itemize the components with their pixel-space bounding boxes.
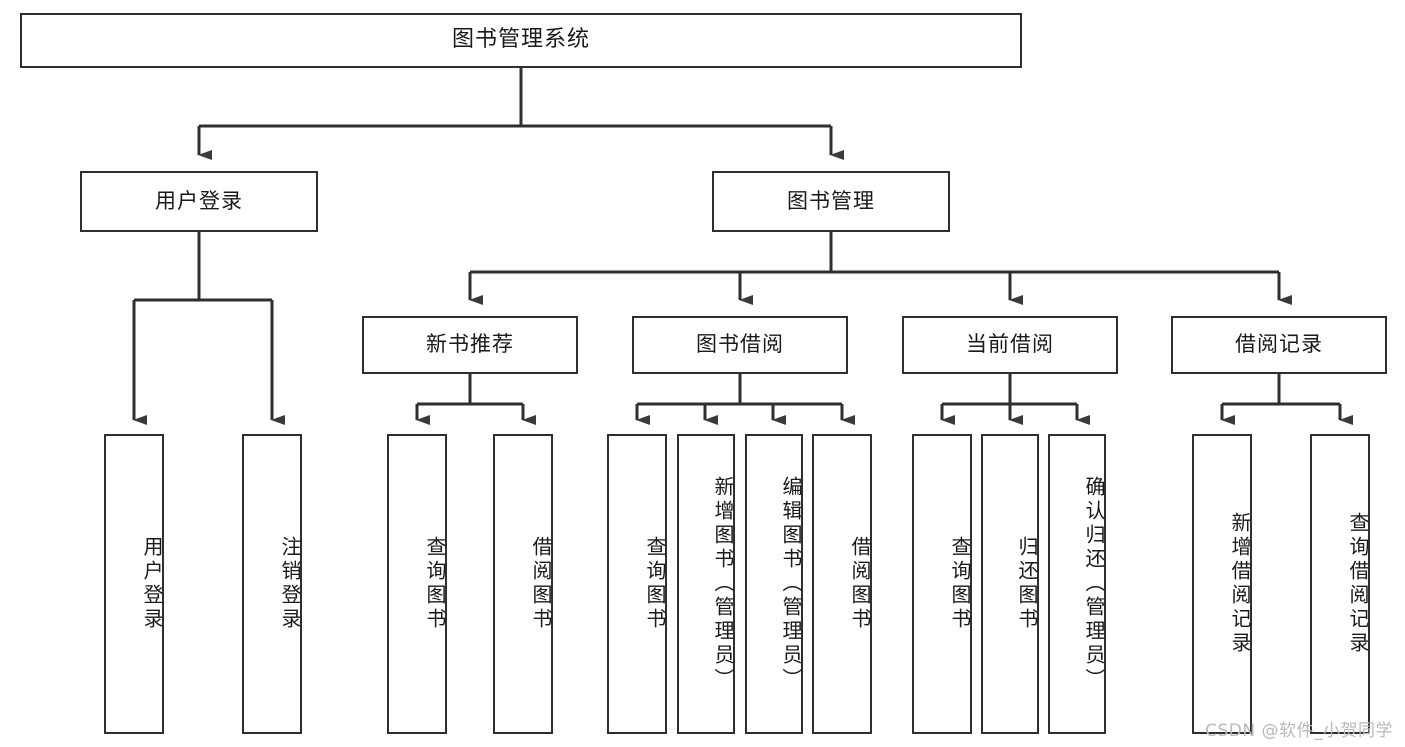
leaf-label: 确认归还（管理员） [1082,476,1106,692]
leaf-user-login-logout[interactable]: 注销登录 [242,434,302,734]
leaf-user-login-login[interactable]: 用户登录 [104,434,164,734]
node-book-management[interactable]: 图书管理 [712,171,950,232]
node-new-book-recommend[interactable]: 新书推荐 [362,316,578,374]
leaf-borrow-add-book-admin[interactable]: 新增图书（管理员） [677,434,735,734]
leaf-label: 用户登录 [140,536,164,632]
node-book-borrow[interactable]: 图书借阅 [632,316,848,374]
csdn-watermark: CSDN @软件_小贺同学 [1205,721,1393,741]
leaf-label: 查询借阅记录 [1346,512,1370,656]
node-current-borrow[interactable]: 当前借阅 [902,316,1118,374]
leaf-label: 注销登录 [278,536,302,632]
leaf-new-book-query[interactable]: 查询图书 [387,434,447,734]
leaf-borrow-edit-book-admin[interactable]: 编辑图书（管理员） [745,434,803,734]
leaf-records-add-record[interactable]: 新增借阅记录 [1192,434,1252,734]
leaf-label: 归还图书 [1015,536,1039,632]
leaf-label: 借阅图书 [529,536,553,632]
node-user-login[interactable]: 用户登录 [80,171,318,232]
leaf-current-query-book[interactable]: 查询图书 [912,434,972,734]
leaf-current-confirm-return-admin[interactable]: 确认归还（管理员） [1048,434,1106,734]
leaf-borrow-query-book[interactable]: 查询图书 [607,434,667,734]
leaf-label: 编辑图书（管理员） [779,476,803,692]
leaf-new-book-borrow[interactable]: 借阅图书 [493,434,553,734]
leaf-borrow-borrow-book[interactable]: 借阅图书 [812,434,872,734]
leaf-label: 查询图书 [948,536,972,632]
leaf-label: 新增图书（管理员） [711,476,735,692]
leaf-label: 查询图书 [423,536,447,632]
leaf-label: 查询图书 [643,536,667,632]
node-borrow-records[interactable]: 借阅记录 [1171,316,1387,374]
leaf-label: 借阅图书 [848,536,872,632]
leaf-records-query-record[interactable]: 查询借阅记录 [1310,434,1370,734]
leaf-current-return-book[interactable]: 归还图书 [981,434,1039,734]
leaf-label: 新增借阅记录 [1228,512,1252,656]
node-root-system[interactable]: 图书管理系统 [20,13,1022,68]
